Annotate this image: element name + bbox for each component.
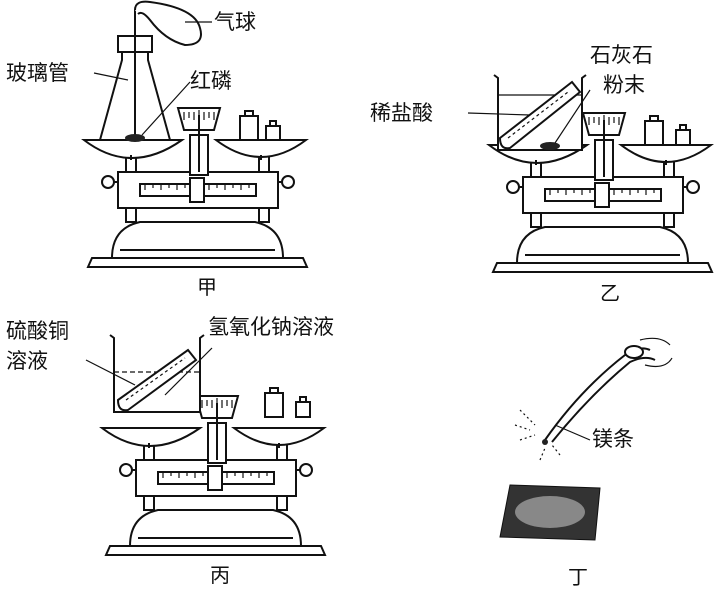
figure-bing: 硫酸铜 溶液 氢氧化钠溶液 丙	[6, 315, 334, 587]
figure-yi: 石灰石 粉末 稀盐酸 乙	[370, 43, 713, 305]
label-balloon: 气球	[214, 10, 256, 34]
caption-bing: 丙	[210, 563, 230, 587]
figure-jia: 气球 玻璃管 红磷 甲	[6, 0, 308, 299]
caption-ding: 丁	[568, 565, 588, 589]
caption-jia: 甲	[197, 275, 217, 299]
label-limestone-2: 粉末	[603, 73, 645, 97]
label-acid: 稀盐酸	[370, 101, 433, 125]
figure-ding: 镁条 丁	[499, 337, 673, 589]
label-copper-sulfate-1: 硫酸铜	[6, 319, 69, 343]
label-copper-sulfate-2: 溶液	[6, 349, 48, 373]
label-magnesium: 镁条	[592, 427, 634, 451]
label-red-phosphorus: 红磷	[190, 69, 232, 93]
label-limestone-1: 石灰石	[590, 43, 653, 67]
label-naoh: 氢氧化钠溶液	[208, 315, 334, 339]
label-glass-tube: 玻璃管	[6, 61, 69, 85]
caption-yi: 乙	[600, 281, 620, 305]
